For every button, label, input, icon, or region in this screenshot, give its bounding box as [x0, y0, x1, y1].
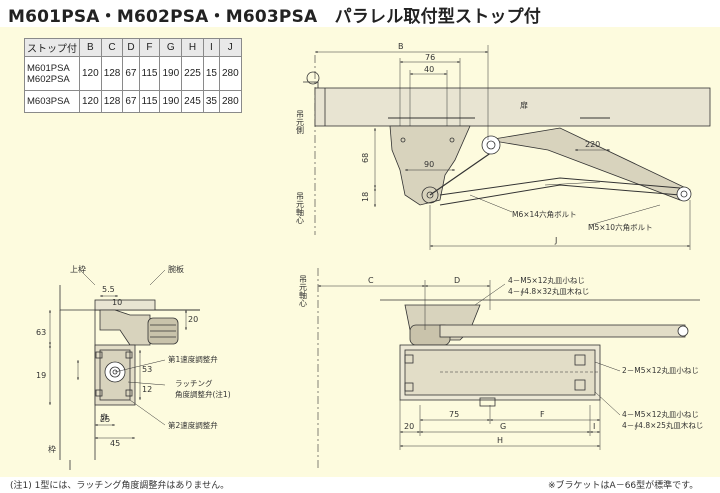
table-cell: 128: [100, 90, 124, 113]
model-name: M601PSA: [27, 62, 70, 74]
dim-220: 220: [585, 140, 600, 149]
table-cell: 225: [181, 56, 204, 91]
side-view-dimensions: [49, 269, 187, 439]
side-view: [59, 285, 200, 470]
dim-I: I: [593, 422, 595, 431]
table-cell: 190: [159, 90, 183, 113]
table-cell: 67: [122, 56, 140, 91]
dim-F: F: [540, 410, 545, 419]
label-frame: 枠: [48, 444, 56, 454]
model-name: M602PSA: [27, 73, 70, 85]
dim-18: 18: [361, 192, 370, 202]
callout-bottom-wood-screw: 4－∮4.8×25丸皿木ねじ: [622, 420, 703, 430]
top-view-dimensions: [315, 45, 691, 250]
dim-25: 25: [100, 415, 110, 424]
spec-table-header: D: [122, 38, 140, 57]
spec-table-header: ストップ付: [24, 38, 80, 57]
dim-76: 76: [425, 53, 435, 62]
dim-75: 75: [449, 410, 459, 419]
callout-m5-bolt: M5×10六角ボルト: [588, 222, 653, 232]
model-cell: M601PSA M602PSA: [24, 56, 80, 91]
table-cell: 120: [79, 90, 102, 113]
spec-table-header: F: [138, 38, 161, 57]
dim-45: 45: [110, 439, 120, 448]
model-name: M603PSA: [27, 96, 70, 107]
dim-H: H: [497, 436, 503, 445]
label-top-frame: 上枠: [70, 264, 86, 274]
callout-top-screw: 4－M5×12丸皿小ねじ: [508, 275, 585, 285]
label-hinge-axis: 吊元軸心: [296, 192, 305, 224]
spec-table-header: G: [159, 38, 183, 57]
callout-valve1: 第1速度調整弁: [168, 354, 218, 364]
table-cell: 35: [202, 90, 220, 113]
callout-latch-angle: 角度調整弁(注1): [175, 389, 231, 399]
top-view-text: B 76 40 220 68 90 18 J 扉 吊元側 吊元軸心 M6×14六…: [296, 42, 653, 245]
table-cell: 190: [159, 56, 183, 91]
callout-latch: ラッチング: [175, 378, 213, 388]
table-cell: 245: [181, 90, 204, 113]
dim-C: C: [368, 276, 374, 285]
dim-20: 20: [188, 315, 198, 324]
dim-90: 90: [424, 160, 434, 169]
dim-20: 20: [404, 422, 414, 431]
table-cell: 115: [138, 90, 161, 113]
spec-table: ストップ付 B C D F G H I J M601PSA M602PSA 12…: [24, 38, 242, 113]
label-hinge-axis: 吊元軸心: [299, 275, 308, 307]
table-cell: 280: [218, 90, 242, 113]
table-cell: 280: [218, 56, 242, 91]
callout-valve2: 第2速度調整弁: [168, 420, 218, 430]
dim-12: 12: [142, 385, 152, 394]
callout-m6-bolt: M6×14六角ボルト: [512, 209, 577, 219]
dim-63: 63: [36, 328, 46, 337]
spec-table-header: H: [181, 38, 204, 57]
dim-68: 68: [361, 153, 370, 163]
footnote-latch: (注1) 1型には、ラッチング角度調整弁はありません。: [10, 481, 230, 491]
label-door: 扉: [100, 412, 108, 422]
dim-5-5: 5.5: [102, 285, 115, 294]
dim-10: 10: [112, 298, 122, 307]
table-cell: 67: [122, 90, 140, 113]
footnote-bracket: ※ブラケットはA－66型が標準です。: [548, 481, 699, 491]
spec-table-header-row: ストップ付 B C D F G H I J: [24, 38, 242, 57]
dim-40: 40: [424, 65, 434, 74]
table-cell: 128: [100, 56, 124, 91]
model-cell: M603PSA: [24, 90, 80, 113]
label-hinge-side: 吊元側: [296, 110, 305, 134]
dim-G: G: [500, 422, 506, 431]
callout-top-wood-screw: 4－∮4.8×32丸皿木ねじ: [508, 286, 589, 296]
spec-table-header: J: [218, 38, 242, 57]
callout-bottom-screw: 4－M5×12丸皿小ねじ: [622, 409, 699, 419]
spec-table-header: B: [79, 38, 102, 57]
callout-right-screw: 2－M5×12丸皿小ねじ: [622, 365, 699, 375]
dim-B: B: [398, 42, 404, 51]
side-view-text: 上枠 腕板 枠 扉 5.5 10 20 63 19 53 12 25 45 第1…: [36, 264, 231, 454]
table-row: M601PSA M602PSA 120 128 67 115 190 225 1…: [24, 56, 242, 91]
label-door: 扉: [520, 100, 528, 110]
table-row: M603PSA 120 128 67 115 190 245 35 280: [24, 90, 242, 113]
dim-D: D: [454, 276, 460, 285]
front-view: [317, 268, 700, 470]
spec-table-header: C: [100, 38, 124, 57]
front-view-dimensions: [318, 280, 621, 450]
front-view-text: 吊元軸心 C D 75 F 20 G I H 4－M5×12丸皿小ねじ 4－∮4…: [299, 275, 704, 445]
label-bracket: 腕板: [168, 264, 184, 274]
table-cell: 120: [79, 56, 102, 91]
table-cell: 15: [202, 56, 220, 91]
table-cell: 115: [138, 56, 161, 91]
top-view: [303, 55, 711, 235]
dim-53: 53: [142, 365, 152, 374]
page-title: M601PSA・M602PSA・M603PSA パラレル取付型ストップ付: [8, 7, 541, 27]
dim-19: 19: [36, 371, 46, 380]
spec-table-header: I: [202, 38, 220, 57]
dim-J: J: [554, 236, 557, 245]
